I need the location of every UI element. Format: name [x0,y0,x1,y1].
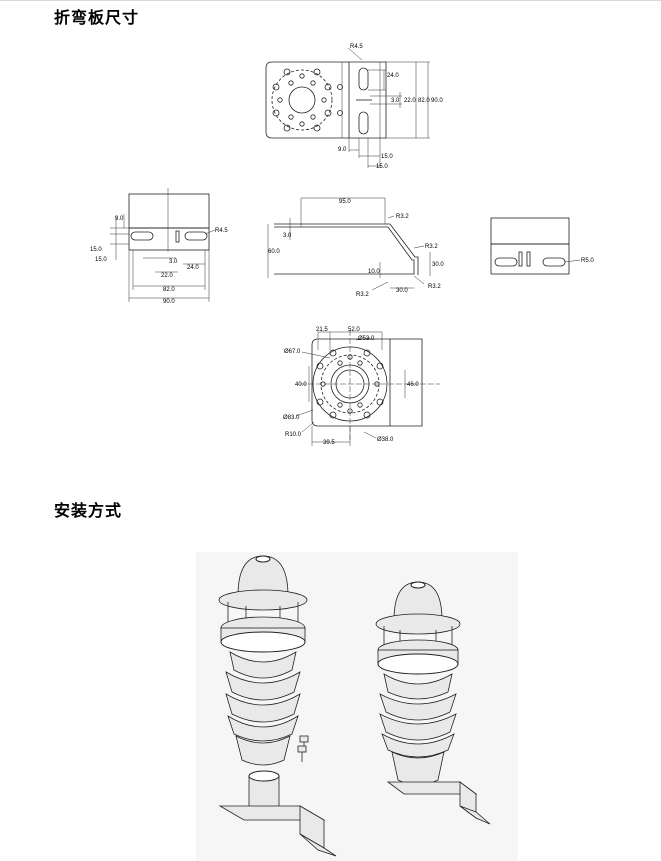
top-border [0,0,661,1]
bracket-top-view: R4.5 24.0 3.0 22.0 82.0 90.0 9.0 15.0 15… [265,44,443,170]
label-15b: 15.0 [376,164,388,170]
bracket-side-view: 95.0 R3.2 3.0 60.0 R3.2 30.0 10.0 R3.2 3… [267,197,444,298]
label-40: 40.0 [295,382,307,388]
label-r32-right: R3.2 [425,244,438,250]
sensor-assembled-illustration [375,581,491,825]
label-15a: 15.0 [90,247,102,253]
label-395: 39.5 [323,440,335,446]
label-phi38: Ø38.0 [377,437,394,443]
bracket-bottom-view: 21.5 52.0 Ø53.0 Ø67.0 40.0 46.0 Ø83.0 R1… [283,327,440,446]
label-82: 82.0 [163,287,175,293]
label-52: 52.0 [348,327,360,333]
label-r10: R10.0 [285,432,302,438]
label-30h: 30.0 [396,288,408,294]
label-r32-bottom: R3.2 [356,292,369,298]
label-r32-top: R3.2 [396,214,409,220]
bracket-front-view: 9.0 15.0 15.0 3.0 22.0 24.0 82.0 90.0 R4… [90,188,228,305]
label-82: 82.0 [418,98,430,104]
label-9: 9.0 [115,216,124,222]
label-30v: 30.0 [432,262,444,268]
label-r45: R4.5 [350,44,363,50]
label-15a: 15.0 [381,154,393,160]
label-22: 22.0 [161,273,173,279]
label-15b: 15.0 [95,257,107,263]
label-3: 3.0 [169,259,178,265]
label-90: 90.0 [163,299,175,305]
label-10: 10.0 [368,269,380,275]
screw-icon [297,735,309,762]
label-60: 60.0 [268,249,280,255]
label-90: 90.0 [431,98,443,104]
label-r45: R4.5 [215,228,228,234]
label-r32-end: R3.2 [428,284,441,290]
section-title-installation: 安装方式 [54,501,123,520]
label-24: 24.0 [387,73,399,79]
label-phi67: Ø67.0 [284,349,301,355]
label-phi53: Ø53.0 [358,336,375,342]
label-9: 9.0 [338,147,347,153]
label-95: 95.0 [339,199,351,205]
label-22: 22.0 [404,98,416,104]
label-215: 21.5 [316,327,328,333]
section-title-bracket-dimensions: 折弯板尺寸 [54,8,140,27]
sensor-exploded-illustration [218,555,337,857]
label-3: 3.0 [283,233,292,239]
label-24: 24.0 [187,265,199,271]
label-r5: R5.0 [581,258,594,264]
label-3: 3.0 [391,98,400,104]
bracket-end-view: R5.0 [490,217,594,275]
label-phi83: Ø83.0 [283,415,300,421]
label-46: 46.0 [407,382,419,388]
